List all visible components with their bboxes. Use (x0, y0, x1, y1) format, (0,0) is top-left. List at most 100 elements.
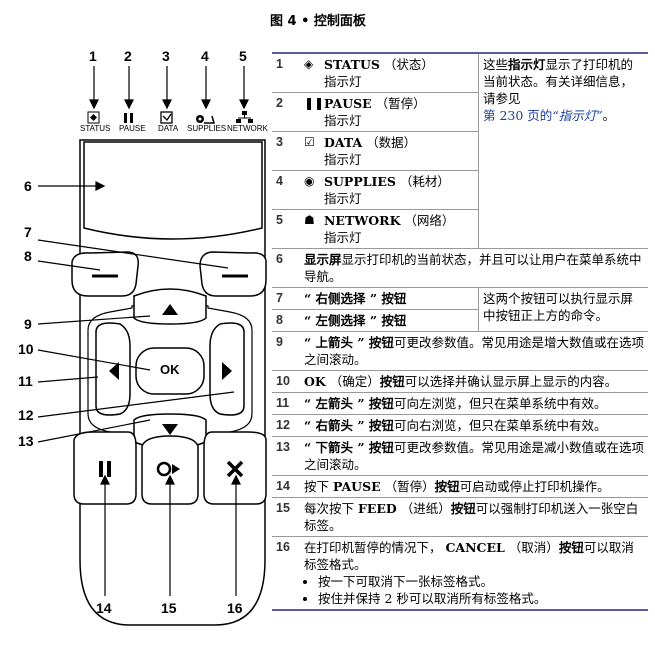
status-icon: ◈ (304, 57, 314, 71)
callout-1: 1 (89, 48, 97, 64)
row16-text: 可以取消标签格式。 (304, 540, 634, 572)
row-number: 14 (276, 479, 290, 493)
left-select-button-shape (71, 251, 140, 297)
row8-label: “ 左侧选择 ” 按钮 (304, 313, 407, 328)
indicator-desc-pre: 这些 (483, 57, 509, 72)
network-suffix: 指示灯 (324, 230, 362, 245)
callout-15: 15 (161, 600, 177, 616)
row12-text: 可向右浏览，但只在菜单系统中有效。 (393, 418, 607, 433)
callout-6: 6 (24, 178, 32, 194)
row14-bold: PAUSE (332, 479, 381, 494)
callout-7: 7 (24, 224, 32, 240)
ok-label: OK (160, 362, 180, 377)
callout-8: 8 (24, 248, 32, 264)
row-number: 2 (276, 96, 283, 110)
figure-title: 图 4 • 控制面板 (270, 14, 366, 29)
row-number: 7 (276, 291, 283, 305)
callout-12: 12 (18, 407, 34, 423)
row-number: 4 (276, 174, 283, 188)
pause-icon (124, 113, 133, 123)
pause-label: PAUSE (119, 124, 146, 133)
indicator-desc-end: 。 (602, 108, 616, 123)
data-cn: （数据） (366, 135, 417, 150)
row-number: 6 (276, 252, 283, 266)
row14-bold2: 按钮 (434, 479, 460, 494)
pause-cn: （暂停） (375, 96, 426, 111)
network-cn: （网络） (404, 213, 455, 228)
supplies-icon (196, 115, 215, 124)
ok-button-shape (135, 347, 205, 395)
row11-bold: “ 左箭头 ” 按钮 (304, 396, 394, 411)
callout-5: 5 (239, 48, 247, 64)
row12-bold: “ 右箭头 ” 按钮 (304, 418, 394, 433)
row15-bold2: 按钮 (450, 501, 476, 516)
callout-4: 4 (201, 48, 209, 64)
row14-text: 可启动或停止打印机操作。 (459, 479, 610, 494)
data-icon: ☑ (304, 135, 315, 149)
row13-bold: “ 下箭头 ” 按钮 (304, 440, 394, 455)
network-icon: ☗ (304, 213, 315, 227)
status-icon (87, 111, 100, 124)
row-number: 9 (276, 335, 283, 349)
supplies-icon: ◉ (304, 174, 315, 188)
network-name: NETWORK (324, 213, 401, 228)
status-cn: （状态） (383, 57, 434, 72)
callout-3: 3 (162, 48, 170, 64)
data-label: DATA (158, 124, 179, 133)
data-name: DATA (324, 135, 363, 150)
data-suffix: 指示灯 (324, 152, 362, 167)
row11-text: 可向左浏览，但只在菜单系统中有效。 (393, 396, 607, 411)
row-number: 13 (276, 440, 290, 454)
status-name: STATUS (324, 57, 380, 72)
row9-text: 可更改参数值。常见用途是增大数值或在选项之间滚动。 (304, 335, 644, 367)
callout-11: 11 (18, 373, 33, 389)
row16-pre: 在打印机暂停的情况下， (304, 540, 446, 555)
callout-10: 10 (18, 341, 34, 357)
pause-icon: ❚❚ (304, 96, 325, 110)
feed-icon (156, 461, 180, 477)
row13-text: 可更改参数值。常见用途是减小数值或在选项之间滚动。 (304, 440, 644, 472)
pause-name: PAUSE (324, 96, 372, 111)
indicator-desc-mid: 显示了打印机的当前状态。有关详细信息，请参见 (483, 57, 634, 106)
row6-text: 显示打印机的当前状态，并且可以让用户在菜单系统中导航。 (304, 252, 642, 284)
row15-pre: 每次按下 (304, 501, 358, 516)
bullet-item: 按一下可取消下一张标签格式。 (318, 573, 644, 590)
row16-mid: （取消） (504, 540, 559, 555)
right-select-button-shape (199, 251, 267, 297)
supplies-name: SUPPLIES (324, 174, 396, 189)
row14-mid: （暂停） (380, 479, 435, 494)
row6-bold: 显示屏 (304, 252, 342, 267)
supplies-label: SUPPLIES (187, 124, 227, 133)
row-number: 1 (276, 57, 283, 71)
callout-14: 14 (96, 600, 112, 616)
row16-bold2: 按钮 (558, 540, 584, 555)
display-screen (83, 141, 263, 240)
callout-9: 9 (24, 316, 32, 332)
supplies-suffix: 指示灯 (324, 191, 362, 206)
row78-desc: 这两个按钮可以执行显示屏中按钮正上方的命令。 (478, 287, 648, 332)
row-number: 5 (276, 213, 283, 227)
data-icon (160, 111, 173, 124)
row-number: 8 (276, 313, 283, 327)
row10-mid: （确定） (325, 374, 380, 389)
row15-mid: （进纸） (396, 501, 451, 516)
callout-16: 16 (227, 600, 243, 616)
indicator-desc-bold: 指示灯 (508, 57, 546, 72)
supplies-cn: （耗材） (399, 174, 450, 189)
row-number: 11 (276, 396, 290, 410)
callout-2: 2 (124, 48, 132, 64)
status-suffix: 指示灯 (324, 74, 362, 89)
row14-pre: 按下 (304, 479, 333, 494)
control-panel-diagram: 1 2 3 4 5 6 7 8 9 10 11 12 13 14 15 16 S… (0, 0, 270, 661)
row-number: 15 (276, 501, 290, 515)
control-panel-table: 1 ◈STATUS （状态） 指示灯 这些指示灯显示了打印机的当前状态。有关详细… (272, 52, 648, 611)
row15-bold: FEED (357, 501, 397, 516)
control-panel-drawing (37, 66, 267, 626)
pause-suffix: 指示灯 (324, 113, 362, 128)
network-icon (236, 111, 253, 123)
row7-label: “ 右侧选择 ” 按钮 (304, 291, 407, 306)
row-number: 12 (276, 418, 290, 432)
bullet-item: 按住并保持 2 秒可以取消所有标签格式。 (318, 590, 644, 607)
network-label: NETWORK (227, 124, 268, 133)
indicator-link[interactable]: 第 230 页的“指示灯” (483, 108, 603, 123)
